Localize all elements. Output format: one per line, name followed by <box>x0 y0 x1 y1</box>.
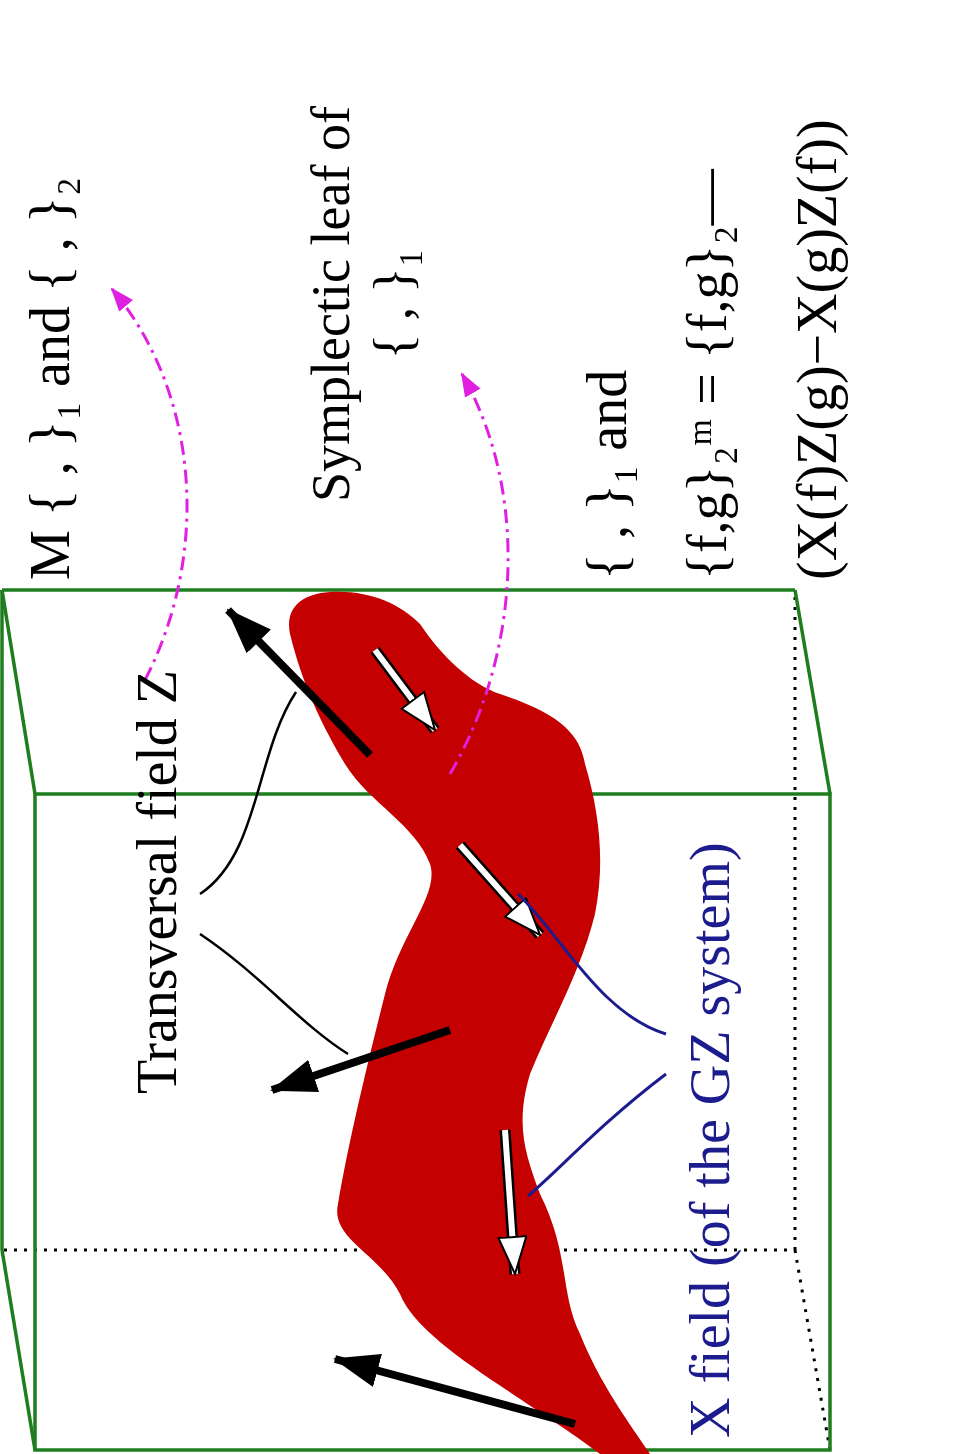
field-label: X field (of the GZ system) <box>678 842 742 1438</box>
formula-line: (X(f)Z(g)−X(g)Z(f)) <box>785 119 849 580</box>
bracket-label: M { , }₁ and { , }₂ <box>18 177 82 580</box>
field-label: Transversal field Z <box>125 670 189 1094</box>
symplectic-leaf <box>289 592 650 1454</box>
formula-line: { , }₁ and <box>575 370 639 580</box>
leaf-label: Symplectic leaf of { , }₁ <box>300 90 424 518</box>
transversal-arrows <box>228 610 575 1424</box>
formula-line: {f,g}₂ᵐ = {f,g}₂— <box>675 169 739 580</box>
x-leader <box>518 894 666 1196</box>
x-field-arrows <box>375 650 540 1274</box>
z-leader <box>200 692 348 1054</box>
